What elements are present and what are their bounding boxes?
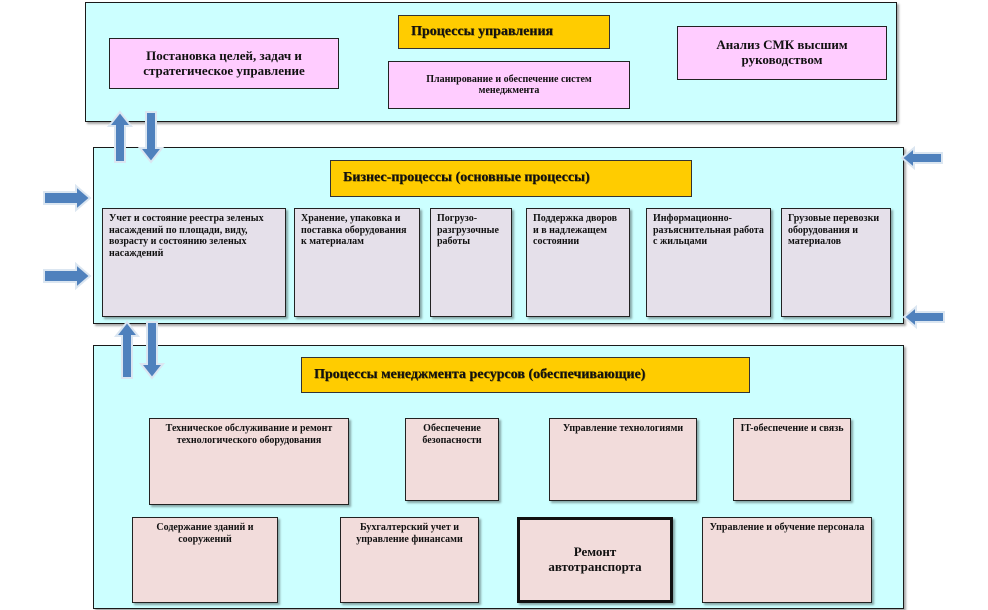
business-panel: Бизнес-процессы (основные процессы) Учет… — [93, 147, 904, 324]
business-title: Бизнес-процессы (основные процессы) — [330, 160, 692, 197]
resource-item-it: IT-обеспечение и связь — [733, 418, 851, 501]
business-item-yards: Поддержка дворов и в надлежащем состояни… — [526, 208, 630, 317]
arrow-up-icon — [114, 320, 140, 379]
resource-item-vehicle-repair: Ремонт автотранспорта — [517, 517, 673, 603]
management-panel: Процессы управления Постановка целей, за… — [85, 2, 897, 122]
resources-panel: Процессы менеджмента ресурсов (обеспечив… — [93, 345, 904, 609]
goals-box: Постановка целей, задач и стратегическое… — [109, 38, 339, 89]
planning-box: Планирование и обеспечение систем менедж… — [388, 61, 630, 109]
resource-item-buildings: Содержание зданий и сооружений — [132, 517, 278, 603]
resources-title: Процессы менеджмента ресурсов (обеспечив… — [301, 357, 750, 393]
business-item-loading: Погрузо-разгрузочные работы — [430, 208, 512, 317]
business-item-storage: Хранение, упаковка и поставка оборудован… — [294, 208, 420, 317]
resource-item-security: Обеспечение безопасности — [405, 418, 499, 501]
arrow-left-icon — [902, 305, 945, 329]
resource-item-maintenance: Техническое обслуживание и ремонт технол… — [149, 418, 349, 505]
business-item-registry: Учет и состояние реестра зеленых насажде… — [102, 208, 286, 317]
arrow-down-icon — [139, 321, 165, 380]
resource-item-technology: Управление технологиями — [549, 418, 697, 501]
management-title: Процессы управления — [398, 15, 610, 49]
arrow-up-icon — [107, 110, 133, 163]
analysis-box: Анализ СМК высшим руководством — [677, 26, 887, 80]
resource-item-accounting: Бухгалтерский учет и управление финансам… — [340, 517, 479, 603]
resource-item-personnel: Управление и обучение персонала — [702, 517, 872, 603]
arrow-down-icon — [138, 111, 164, 164]
arrow-right-icon — [43, 262, 92, 290]
business-item-freight: Грузовые перевозки оборудования и матери… — [781, 208, 891, 317]
business-item-info: Информационно-разъяснительная работа с ж… — [646, 208, 771, 317]
arrow-left-icon — [900, 146, 943, 170]
arrow-right-icon — [43, 184, 92, 212]
